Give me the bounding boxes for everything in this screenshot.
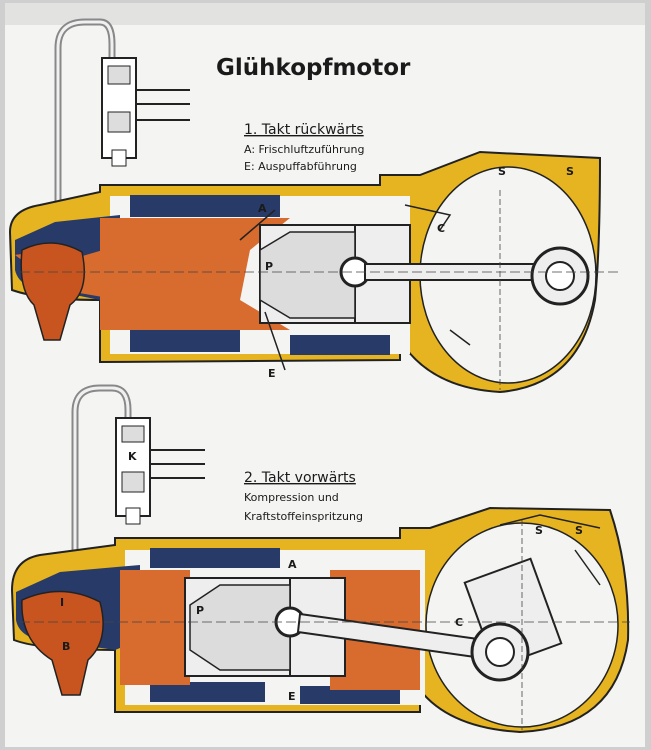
injection-pump-1	[101, 57, 190, 167]
label-p-1: P	[265, 260, 273, 273]
stroke2-heading: 2. Takt vorwärts	[244, 470, 356, 486]
label-k-2: K	[128, 450, 137, 463]
stroke2-line-1: Kompression und	[244, 491, 339, 504]
rotation-arrow-2	[574, 549, 601, 586]
stroke1-line-a: A: Frischluftzuführung	[244, 143, 364, 156]
label-e-1: E	[268, 367, 276, 380]
label-b-2: B	[62, 640, 70, 653]
air-arrows-2	[499, 514, 601, 529]
water-jacket-bottom-2	[150, 682, 265, 702]
glow-head-1	[20, 242, 85, 341]
label-p-2: P	[196, 604, 204, 617]
intake-arrow-1	[239, 209, 276, 241]
water-jacket-bottom-1	[130, 330, 240, 352]
label-c-2: C	[455, 616, 463, 629]
water-jacket-top-2	[150, 548, 280, 568]
glow-head-2	[21, 590, 104, 696]
exhaust-arrow-1	[264, 311, 286, 371]
label-a-1: A	[258, 202, 267, 215]
label-i-2: I	[60, 596, 64, 609]
label-a-2: A	[288, 558, 297, 571]
engine-stroke-1: A E C P S S	[8, 18, 620, 394]
water-jacket-top-1	[130, 195, 280, 217]
rotation-arrow-1	[404, 204, 452, 231]
stroke1-heading: 1. Takt rückwärts	[244, 122, 364, 138]
label-e-2: E	[288, 690, 296, 703]
stroke2-line-2: Kraftstoffeinspritzung	[244, 510, 363, 523]
stroke1-line-e: E: Auspuffabführung	[244, 160, 357, 173]
paper-top-shadow	[5, 3, 645, 25]
combustion-chamber-1	[100, 218, 290, 330]
label-s2-1: S	[566, 165, 574, 178]
injection-pump-2: K	[115, 417, 205, 525]
combustion-chamber-2	[120, 570, 190, 685]
label-s1-1: S	[498, 165, 506, 178]
label-c-1: C	[437, 222, 445, 235]
page-title: Glühkopfmotor	[216, 55, 411, 81]
label-s1-2: S	[535, 524, 543, 537]
engine-stroke-2: K A E C P S S I B	[10, 384, 630, 734]
label-s2-2: S	[575, 524, 583, 537]
